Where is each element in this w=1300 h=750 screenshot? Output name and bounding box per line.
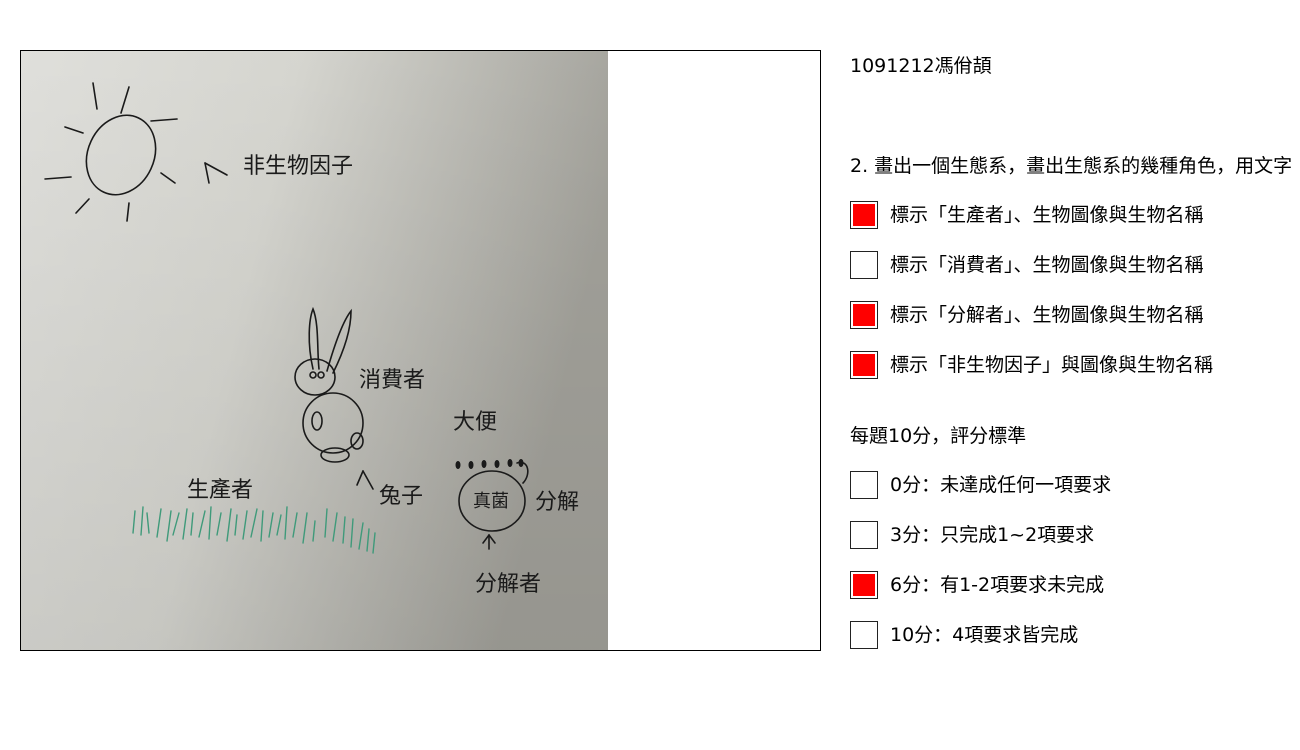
criterion-checkbox[interactable] [850,251,878,279]
sun-icon [44,82,178,222]
score-checkbox[interactable] [850,521,878,549]
criterion-producer: 標示「生產者」、生物圖像與生物名稱 [850,200,1204,230]
criterion-checkbox[interactable] [850,301,878,329]
score-checkbox[interactable] [850,621,878,649]
score-level-0: 0分：未達成任何一項要求 [850,470,1111,500]
score-level-6: 6分：有1-2項要求未完成 [850,570,1104,600]
feces-icon [455,459,524,469]
rabbit-arrow [356,470,374,490]
student-drawing-photo: 非生物因子 消費者 兔子 [21,51,608,650]
grass-icon [132,506,376,554]
decompose-label: 分解 [535,490,579,515]
criterion-label: 標示「生產者」、生物圖像與生物名稱 [890,204,1204,226]
fungus-icon [458,461,529,550]
criterion-label: 標示「消費者」、生物圖像與生物名稱 [890,254,1204,276]
score-level-10: 10分：4項要求皆完成 [850,620,1078,650]
criterion-consumer: 標示「消費者」、生物圖像與生物名稱 [850,250,1204,280]
criterion-checkbox[interactable] [850,201,878,229]
score-label: 3分：只完成1~2項要求 [890,524,1095,546]
criterion-label: 標示「分解者」、生物圖像與生物名稱 [890,304,1204,326]
score-level-3: 3分：只完成1~2項要求 [850,520,1094,550]
drawing-svg: 非生物因子 消費者 兔子 [21,51,608,650]
score-checkbox[interactable] [850,571,878,599]
criterion-label: 標示「非生物因子」與圖像與生物名稱 [890,354,1214,376]
criterion-decomposer: 標示「分解者」、生物圖像與生物名稱 [850,300,1204,330]
page-title: 1091212馮佾頡 [850,55,992,77]
rabbit-icon [294,306,364,463]
sun-arrow [204,162,228,184]
rabbit-role-label: 消費者 [359,368,425,393]
score-label: 6分：有1-2項要求未完成 [890,574,1105,596]
fungus-name-label: 真菌 [473,491,509,512]
grass-role-label: 生產者 [187,478,253,503]
feces-label: 大便 [453,410,497,435]
sun-label: 非生物因子 [243,154,353,179]
scoring-title: 每題10分，評分標準 [850,425,1027,447]
score-label: 10分：4項要求皆完成 [890,624,1079,646]
rabbit-name-label: 兔子 [379,484,423,509]
criterion-checkbox[interactable] [850,351,878,379]
score-label: 0分：未達成任何一項要求 [890,474,1112,496]
decomposer-role-label: 分解者 [475,572,541,597]
drawing-frame: 非生物因子 消費者 兔子 [20,50,821,651]
criterion-abiotic: 標示「非生物因子」與圖像與生物名稱 [850,350,1213,380]
score-checkbox[interactable] [850,471,878,499]
question-text: 2. 畫出一個生態系，畫出生態系的幾種角色，用文字 [850,155,1293,177]
